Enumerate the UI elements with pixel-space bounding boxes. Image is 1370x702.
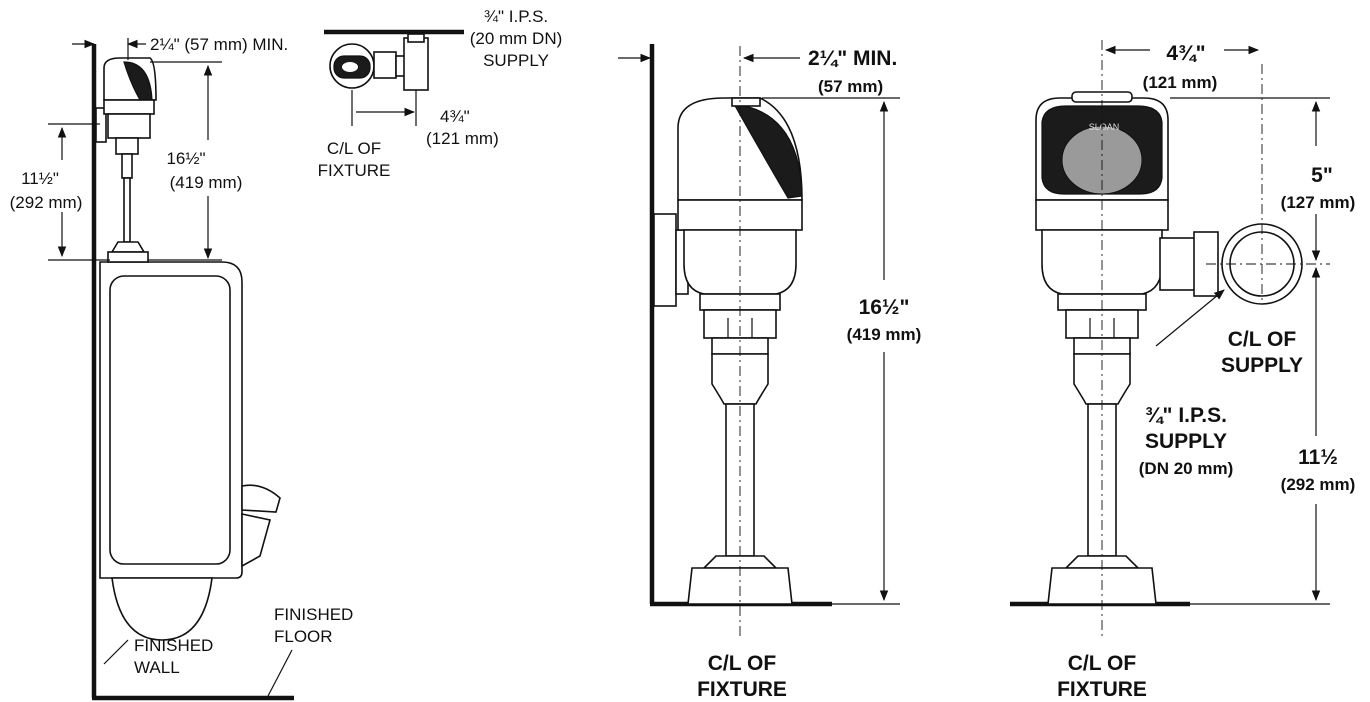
side-dim-top: 2¼" (57 mm) MIN. bbox=[150, 35, 288, 54]
top-cl-a: C/L OF bbox=[327, 139, 381, 158]
front-cl-supply-a: C/L OF bbox=[1228, 328, 1297, 351]
detail-side-view: 2¼" MIN. (57 mm) 16½" (419 mm) C/L OF FI… bbox=[618, 44, 921, 701]
front-supply-c: (DN 20 mm) bbox=[1139, 459, 1233, 478]
front-dim-upper-b: (127 mm) bbox=[1281, 193, 1356, 212]
detail-side-cl-a: C/L OF bbox=[708, 652, 777, 675]
finished-wall-label-a: FINISHED bbox=[134, 636, 213, 655]
finished-floor-label-b: FLOOR bbox=[274, 627, 333, 646]
detail-side-dim-height-a: 16½" bbox=[859, 296, 910, 319]
detail-front-view: SLOAN 4¾" (121 mm) 5" (127 mm) bbox=[1010, 40, 1355, 701]
front-dim-lower-a: 11½ bbox=[1298, 446, 1338, 469]
front-cl-a: C/L OF bbox=[1068, 652, 1137, 675]
top-supply-a: ¾" I.P.S. bbox=[484, 7, 548, 26]
side-dim-left-b: (292 mm) bbox=[10, 193, 83, 212]
front-supply-a: ¾" I.P.S. bbox=[1145, 404, 1227, 427]
finished-floor-label-a: FINISHED bbox=[274, 605, 353, 624]
front-supply-b: SUPPLY bbox=[1145, 430, 1227, 453]
side-dim-height-b: (419 mm) bbox=[170, 173, 243, 192]
front-dim-upper-a: 5" bbox=[1311, 164, 1333, 187]
detail-side-dim-height-b: (419 mm) bbox=[847, 325, 922, 344]
detail-side-cl-b: FIXTURE bbox=[697, 678, 787, 701]
top-cl-b: FIXTURE bbox=[318, 161, 391, 180]
top-supply-b: (20 mm DN) bbox=[470, 29, 563, 48]
top-view: ¾" I.P.S. (20 mm DN) SUPPLY 4¾" (121 mm)… bbox=[318, 7, 563, 180]
side-view: 2¼" (57 mm) MIN. 16½" (419 mm) 11½" (292… bbox=[10, 35, 353, 701]
front-dim-lower-b: (292 mm) bbox=[1281, 475, 1356, 494]
finished-wall-label-b: WALL bbox=[134, 658, 180, 677]
front-dim-width-a: 4¾" bbox=[1166, 42, 1205, 65]
front-cl-supply-b: SUPPLY bbox=[1221, 354, 1303, 377]
side-dim-left-a: 11½" bbox=[21, 169, 59, 188]
front-dim-width-b: (121 mm) bbox=[1143, 73, 1218, 92]
top-supply-c: SUPPLY bbox=[483, 51, 549, 70]
brand-logo: SLOAN bbox=[1089, 122, 1120, 132]
top-offset-a: 4¾" bbox=[440, 107, 470, 126]
detail-side-dim-top-b: (57 mm) bbox=[818, 77, 883, 96]
detail-side-dim-top-a: 2¼" MIN. bbox=[808, 47, 897, 70]
flush-valve-side-small bbox=[95, 57, 157, 263]
urinal bbox=[99, 261, 281, 641]
top-offset-b: (121 mm) bbox=[426, 129, 499, 148]
front-cl-b: FIXTURE bbox=[1057, 678, 1147, 701]
side-dim-height-a: 16½" bbox=[166, 149, 205, 168]
